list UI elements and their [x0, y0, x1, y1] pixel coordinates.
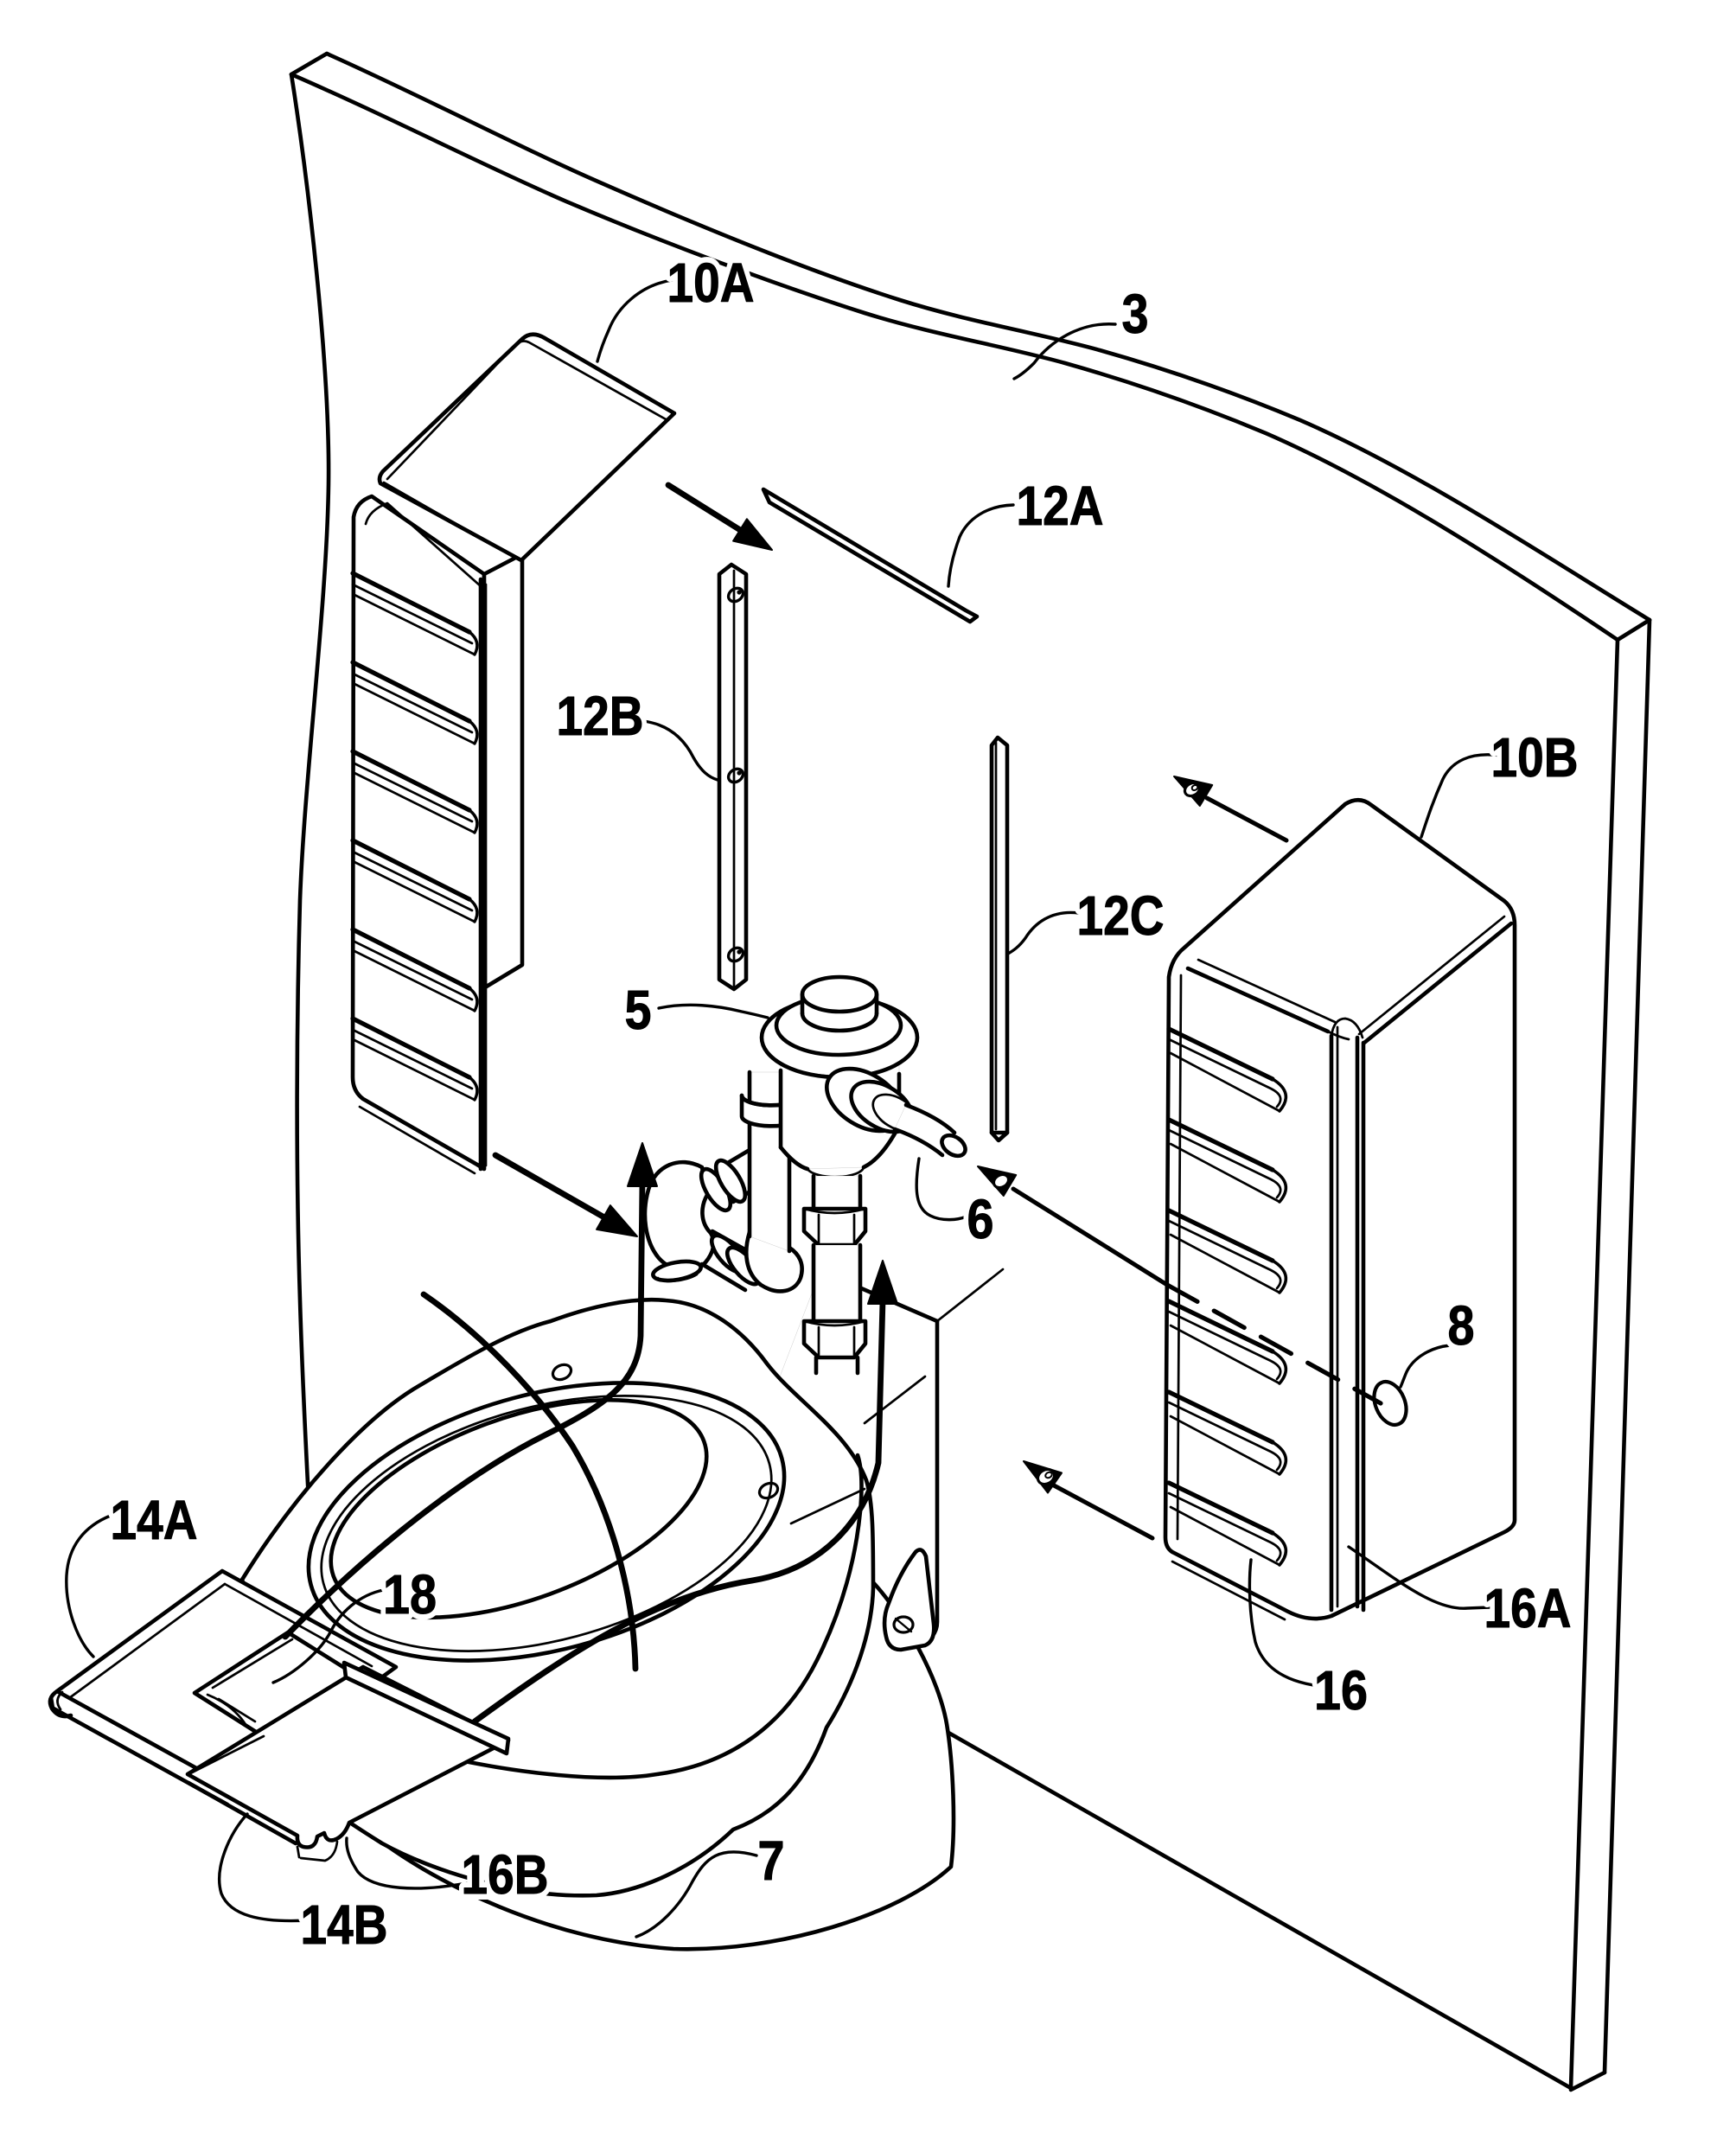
svg-text:16B: 16B: [462, 1843, 549, 1906]
svg-text:16: 16: [1314, 1659, 1368, 1721]
svg-text:10A: 10A: [667, 252, 755, 314]
svg-text:10B: 10B: [1491, 726, 1579, 789]
svg-text:14A: 14A: [111, 1489, 198, 1551]
svg-text:8: 8: [1448, 1294, 1475, 1357]
svg-text:18: 18: [383, 1563, 437, 1625]
svg-text:12C: 12C: [1077, 885, 1165, 947]
svg-text:6: 6: [967, 1188, 994, 1250]
svg-text:12B: 12B: [557, 685, 644, 747]
svg-text:12A: 12A: [1017, 475, 1104, 537]
svg-text:14A: 14A: [111, 1489, 198, 1551]
svg-text:16A: 16A: [1484, 1577, 1572, 1639]
svg-text:10A: 10A: [667, 252, 755, 314]
svg-text:12B: 12B: [557, 685, 644, 747]
svg-text:3: 3: [1122, 283, 1149, 345]
svg-text:14B: 14B: [301, 1894, 388, 1956]
svg-text:18: 18: [383, 1563, 437, 1625]
svg-text:16B: 16B: [462, 1843, 549, 1906]
svg-text:7: 7: [758, 1830, 785, 1892]
svg-text:16: 16: [1314, 1659, 1368, 1721]
svg-text:7: 7: [758, 1830, 785, 1892]
svg-text:14B: 14B: [301, 1894, 388, 1956]
svg-text:12A: 12A: [1017, 475, 1104, 537]
svg-text:3: 3: [1122, 283, 1149, 345]
svg-text:5: 5: [625, 979, 652, 1041]
svg-text:10B: 10B: [1491, 726, 1579, 789]
svg-text:6: 6: [967, 1188, 994, 1250]
svg-text:12C: 12C: [1077, 885, 1165, 947]
svg-text:16A: 16A: [1484, 1577, 1572, 1639]
svg-text:5: 5: [625, 979, 652, 1041]
svg-text:8: 8: [1448, 1294, 1475, 1357]
